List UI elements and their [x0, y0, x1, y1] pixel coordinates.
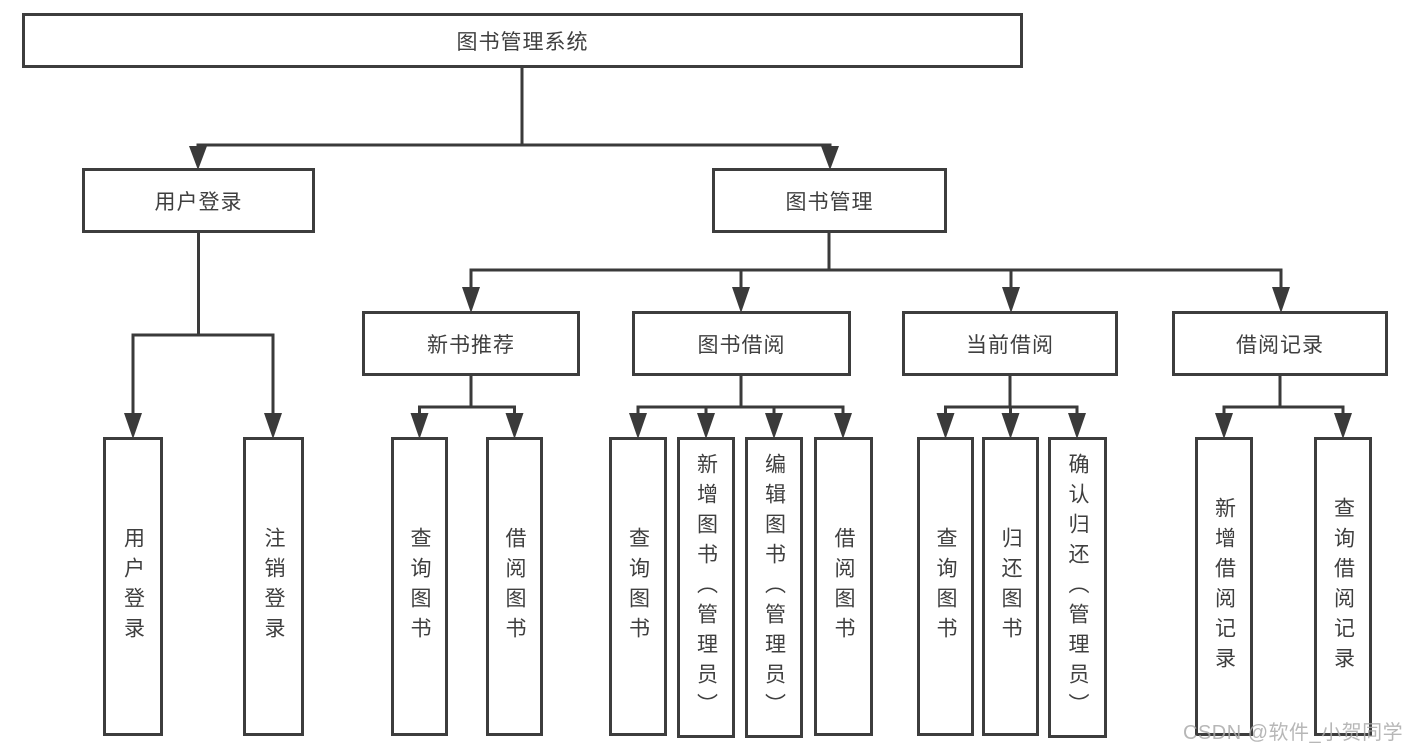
node-label: 用户登录	[154, 190, 243, 214]
node-label: 新增图书（管理员）	[694, 452, 718, 723]
node-label: 图书管理系统	[456, 30, 589, 54]
node-label: 查询图书	[626, 526, 650, 647]
node-label: 新书推荐	[427, 333, 515, 357]
watermark: CSDN @软件_小贺同学	[1183, 722, 1404, 744]
leaf-borrow-books-recommend: 借阅图书	[486, 437, 543, 736]
leaf-confirm-return-admin: 确认归还（管理员）	[1048, 437, 1107, 738]
node-library-management-system: 图书管理系统	[22, 13, 1023, 68]
node-label: 借阅图书	[503, 526, 526, 647]
leaf-borrow-books: 借阅图书	[814, 437, 873, 736]
leaf-add-books-admin: 新增图书（管理员）	[677, 437, 735, 738]
node-label: 查询图书	[934, 526, 957, 647]
leaf-user-login: 用户登录	[103, 437, 163, 736]
node-label: 借阅记录	[1236, 333, 1324, 357]
leaf-query-books-borrow: 查询图书	[609, 437, 667, 736]
node-label: 新增借阅记录	[1212, 496, 1236, 677]
node-book-management: 图书管理	[712, 168, 947, 233]
node-borrow-records: 借阅记录	[1172, 311, 1388, 376]
leaf-query-borrow-record: 查询借阅记录	[1314, 437, 1372, 736]
node-user-login: 用户登录	[82, 168, 315, 233]
node-label: 查询图书	[408, 526, 431, 647]
leaf-edit-books-admin: 编辑图书（管理员）	[745, 437, 803, 738]
leaf-query-books-current: 查询图书	[917, 437, 974, 736]
node-label: 确认归还（管理员）	[1066, 452, 1089, 723]
leaf-query-books-recommend: 查询图书	[391, 437, 448, 736]
leaf-add-borrow-record: 新增借阅记录	[1195, 437, 1253, 736]
node-label: 当前借阅	[966, 333, 1054, 357]
node-label: 编辑图书（管理员）	[762, 452, 786, 723]
node-book-borrow: 图书借阅	[632, 311, 851, 376]
node-label: 图书管理	[785, 190, 874, 214]
node-label: 归还图书	[999, 526, 1022, 647]
leaf-return-books: 归还图书	[982, 437, 1039, 736]
leaf-logout: 注销登录	[243, 437, 304, 736]
node-label: 借阅图书	[832, 526, 855, 647]
node-label: 查询借阅记录	[1331, 496, 1355, 677]
node-label: 用户登录	[121, 526, 145, 647]
node-new-book-recommend: 新书推荐	[362, 311, 580, 376]
node-label: 注销登录	[262, 526, 285, 647]
node-current-borrow: 当前借阅	[902, 311, 1118, 376]
node-label: 图书借阅	[697, 333, 786, 357]
